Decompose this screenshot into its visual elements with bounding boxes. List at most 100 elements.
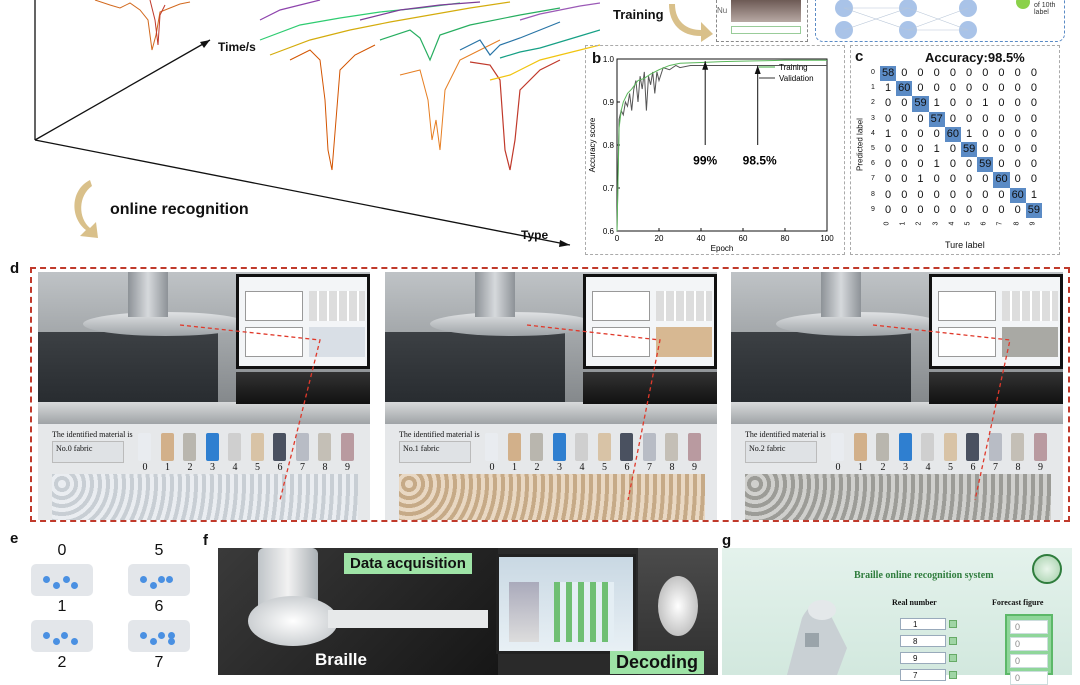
braille-label: Braille: [315, 650, 367, 669]
robot-arm-render: [767, 588, 857, 675]
confusion-cell: 0: [901, 173, 908, 186]
braille-dot: [166, 576, 173, 583]
confusion-cell: 0: [901, 143, 908, 155]
y-tick-label: 0.8: [603, 141, 615, 150]
confusion-xlabel: Ture label: [945, 240, 985, 250]
identified-label: The identified material is: [52, 430, 133, 439]
fabric-swatch-digit: 4: [925, 462, 931, 473]
confusion-cell: 1: [885, 127, 892, 140]
online-arrow-icon: [62, 178, 102, 246]
forecast-cell: 0: [1010, 654, 1048, 668]
time-axis: [34, 39, 211, 141]
x-tick-label: 20: [655, 234, 664, 243]
confusion-row-label: 9: [871, 205, 875, 213]
forecast-label: Forecast figure: [992, 598, 1044, 607]
nn-output-label: of 10th label: [1034, 2, 1056, 16]
confusion-cell: 0: [982, 188, 989, 201]
braille-dot: [71, 638, 78, 645]
keyboard: [583, 372, 717, 404]
confusion-cell: 0: [885, 188, 892, 201]
training-label: Training: [613, 7, 664, 22]
spinner-icon[interactable]: [949, 637, 957, 645]
confusion-cell: 0: [885, 203, 892, 216]
fabric-swatch-digit: 9: [692, 462, 697, 473]
plot-area: [616, 58, 828, 232]
braille-digit-label: 1: [57, 598, 67, 615]
confusion-col-label: 5: [964, 221, 972, 226]
confusion-cell: 0: [1014, 67, 1021, 79]
confusion-cell: 0: [949, 203, 956, 216]
confusion-col-label: 7: [996, 221, 1004, 226]
sample-number-label: Num: [717, 6, 727, 15]
confusion-cell: 0: [917, 67, 924, 79]
real-number-input[interactable]: 7: [900, 669, 946, 681]
panel-f-letter: f: [203, 532, 208, 549]
fabric-swatch: [340, 433, 354, 461]
confusion-col-label: 8: [1013, 221, 1021, 226]
monitor-screen: [236, 274, 370, 369]
confusion-cell: 0: [901, 97, 908, 110]
time-axis-label: Time/s: [218, 40, 256, 54]
confusion-row-label: 4: [871, 129, 875, 137]
spinner-icon[interactable]: [949, 620, 957, 628]
confusion-cell: 0: [998, 67, 1005, 79]
confusion-cell: 0: [1014, 97, 1021, 110]
y-tick-label: 0.9: [603, 98, 615, 107]
fabric-swatch-digit: 6: [624, 462, 630, 473]
confusion-cell: 0: [901, 158, 908, 171]
confusion-cell: 0: [1030, 67, 1037, 79]
panel-e-letter: e: [10, 530, 19, 547]
confusion-cell: 58: [880, 66, 897, 82]
fabric-swatch: [988, 433, 1002, 461]
confusion-cell: 60: [993, 172, 1010, 188]
machine-photo: [38, 272, 370, 424]
confusion-cell: 0: [933, 127, 940, 140]
confusion-cell: 0: [917, 143, 924, 155]
confusion-row-label: 0: [871, 69, 875, 76]
panel-b-letter: b: [592, 50, 602, 67]
confusion-cell: 0: [998, 82, 1005, 95]
online-recognition-label: online recognition: [110, 201, 249, 218]
braille-dot: [53, 638, 60, 645]
braille-dot: [61, 632, 68, 639]
forecast-cell: 0: [1010, 620, 1048, 634]
identified-result: No.0 fabric: [52, 441, 124, 463]
confusion-cell: 0: [917, 127, 924, 140]
confusion-cell: 0: [1030, 143, 1037, 155]
panel-a-waveforms: [34, 0, 601, 247]
confusion-cell: 1: [917, 173, 924, 186]
braille-dot: [150, 638, 157, 645]
confusion-cell: 0: [901, 67, 908, 79]
braille-dot: [43, 632, 50, 639]
fabric-swatch: [138, 433, 151, 461]
fabric-swatch: [575, 433, 588, 461]
confusion-cell: 0: [917, 158, 924, 171]
texture-preview: [399, 474, 705, 520]
real-number-input[interactable]: 1: [900, 618, 946, 630]
fabric-swatch-digit: 0: [142, 462, 148, 473]
fabric-swatch-digit: 5: [602, 462, 607, 473]
fabric-swatch-digit: 8: [669, 462, 675, 473]
real-number-input[interactable]: 9: [900, 652, 946, 664]
fabric-swatch-digit: 0: [835, 462, 841, 473]
spinner-icon[interactable]: [949, 671, 957, 679]
braille-digit-label: 6: [154, 598, 164, 615]
fabric-swatch-digit: 3: [903, 462, 908, 473]
confusion-cell: 0: [949, 143, 956, 155]
annotation-99: 99%: [693, 153, 717, 167]
braille-dot: [150, 582, 157, 589]
braille-digit-label: 2: [57, 654, 67, 671]
x-tick-label: 0: [615, 234, 620, 243]
spinner-icon[interactable]: [949, 654, 957, 662]
braille-dot: [63, 576, 70, 583]
fabric-swatch: [485, 433, 498, 461]
confusion-cell: 0: [949, 173, 956, 186]
real-number-input[interactable]: 8: [900, 635, 946, 647]
panel-c: [850, 45, 1060, 255]
braille-card: [31, 620, 93, 652]
confusion-cell: 0: [949, 97, 956, 110]
braille-card: [31, 564, 93, 596]
fabric-swatch-digit: 3: [557, 462, 562, 473]
braille-dot: [43, 576, 50, 583]
texture-preview: [52, 474, 358, 520]
